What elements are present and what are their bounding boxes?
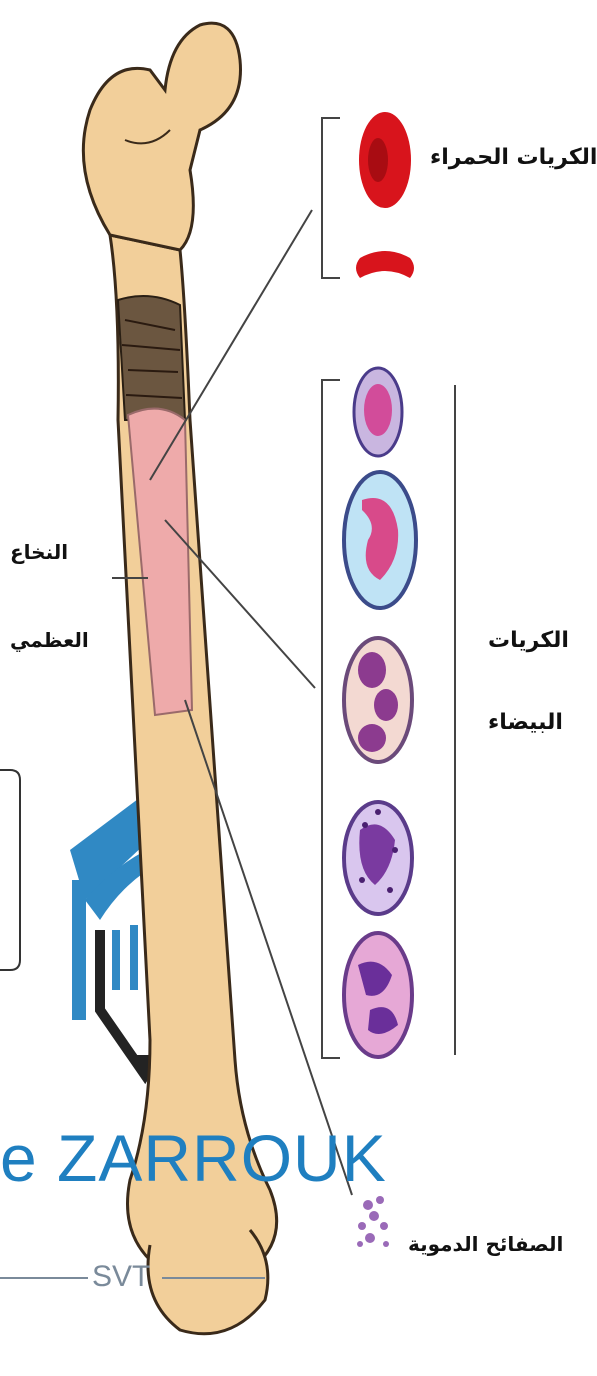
monocyte-icon [344,472,416,608]
marrow-label-line1: النخاع [10,540,68,564]
red-blood-cell-icon [359,112,411,208]
lymphocyte-icon [354,368,402,456]
white-cells-bracket [322,380,340,1058]
neutrophil-icon [344,638,412,762]
eosinophil-icon [344,933,412,1057]
platelets-label: الصفائح الدموية [408,1232,563,1256]
platelets-icon [357,1196,389,1247]
basophil-icon [344,802,412,914]
red-cells-label: الكريات الحمراء [430,145,597,171]
marrow-label-line2: العظمي [10,628,89,652]
red-cells-bracket [322,118,340,278]
left-frame-box [0,770,20,970]
watermark-brand-text: e ZARROUK [0,1120,387,1196]
white-cells-label-line1: الكريات [488,628,569,654]
watermark-sub-text: SVT [92,1260,150,1294]
red-blood-cell-side-icon [356,251,414,278]
white-cells-label-line2: البيضاء [488,710,563,736]
